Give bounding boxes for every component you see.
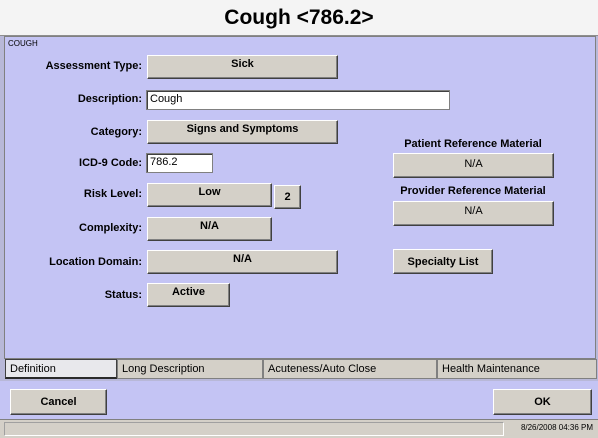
- tab-long-description[interactable]: Long Description: [117, 359, 263, 379]
- provider-reference-label: Provider Reference Material: [400, 185, 546, 197]
- risk-level-number: 2: [284, 191, 291, 203]
- risk-level-number-button[interactable]: 2: [274, 185, 301, 209]
- ok-label: OK: [534, 396, 551, 408]
- provider-reference-button[interactable]: N/A: [393, 201, 554, 226]
- risk-level-label: Risk Level:: [83, 188, 142, 200]
- definition-panel: COUGH Assessment Type: Sick Description:…: [4, 36, 596, 359]
- specialty-list-label: Specialty List: [407, 256, 479, 268]
- assessment-type-button[interactable]: Sick: [147, 55, 338, 79]
- category-value: Signs and Symptoms: [186, 123, 299, 135]
- description-label: Description:: [77, 93, 142, 105]
- footer-bar: Cancel OK: [0, 381, 598, 419]
- location-domain-value: N/A: [233, 253, 252, 265]
- description-field[interactable]: Cough: [146, 90, 450, 110]
- ok-button[interactable]: OK: [493, 389, 592, 415]
- status-message-cell: [4, 422, 504, 436]
- patient-reference-button[interactable]: N/A: [393, 153, 554, 178]
- assessment-type-label: Assessment Type:: [45, 60, 142, 72]
- cancel-button[interactable]: Cancel: [10, 389, 107, 415]
- icd9-label: ICD-9 Code:: [79, 157, 142, 169]
- tab-acuteness-auto-close[interactable]: Acuteness/Auto Close: [263, 359, 437, 379]
- category-button[interactable]: Signs and Symptoms: [147, 120, 338, 144]
- assessment-type-value: Sick: [231, 58, 254, 70]
- status-button[interactable]: Active: [147, 283, 230, 307]
- risk-level-button[interactable]: Low: [147, 183, 272, 207]
- status-value: Active: [171, 286, 206, 298]
- category-label: Category:: [90, 126, 142, 138]
- location-domain-button[interactable]: N/A: [147, 250, 338, 274]
- complexity-label: Complexity:: [79, 222, 142, 234]
- status-datetime: 8/26/2008 04:36 PM: [520, 423, 593, 432]
- window-title: Cough <786.2>: [0, 0, 598, 36]
- patient-reference-label: Patient Reference Material: [404, 138, 542, 150]
- status-label: Status:: [104, 289, 142, 301]
- risk-level-value: Low: [198, 186, 221, 198]
- icd9-field[interactable]: 786.2: [146, 153, 213, 173]
- cancel-label: Cancel: [40, 396, 77, 408]
- specialty-list-button[interactable]: Specialty List: [393, 249, 493, 274]
- tab-bar: Definition Long Description Acuteness/Au…: [5, 359, 597, 380]
- patient-reference-value: N/A: [464, 158, 483, 170]
- status-bar: 8/26/2008 04:36 PM: [0, 419, 598, 438]
- provider-reference-value: N/A: [464, 205, 483, 217]
- complexity-value: N/A: [200, 220, 219, 232]
- complexity-button[interactable]: N/A: [147, 217, 272, 241]
- tab-definition[interactable]: Definition: [5, 359, 117, 379]
- tab-health-maintenance[interactable]: Health Maintenance: [437, 359, 597, 379]
- location-domain-label: Location Domain:: [49, 256, 142, 268]
- assessment-subtitle: COUGH: [8, 39, 38, 48]
